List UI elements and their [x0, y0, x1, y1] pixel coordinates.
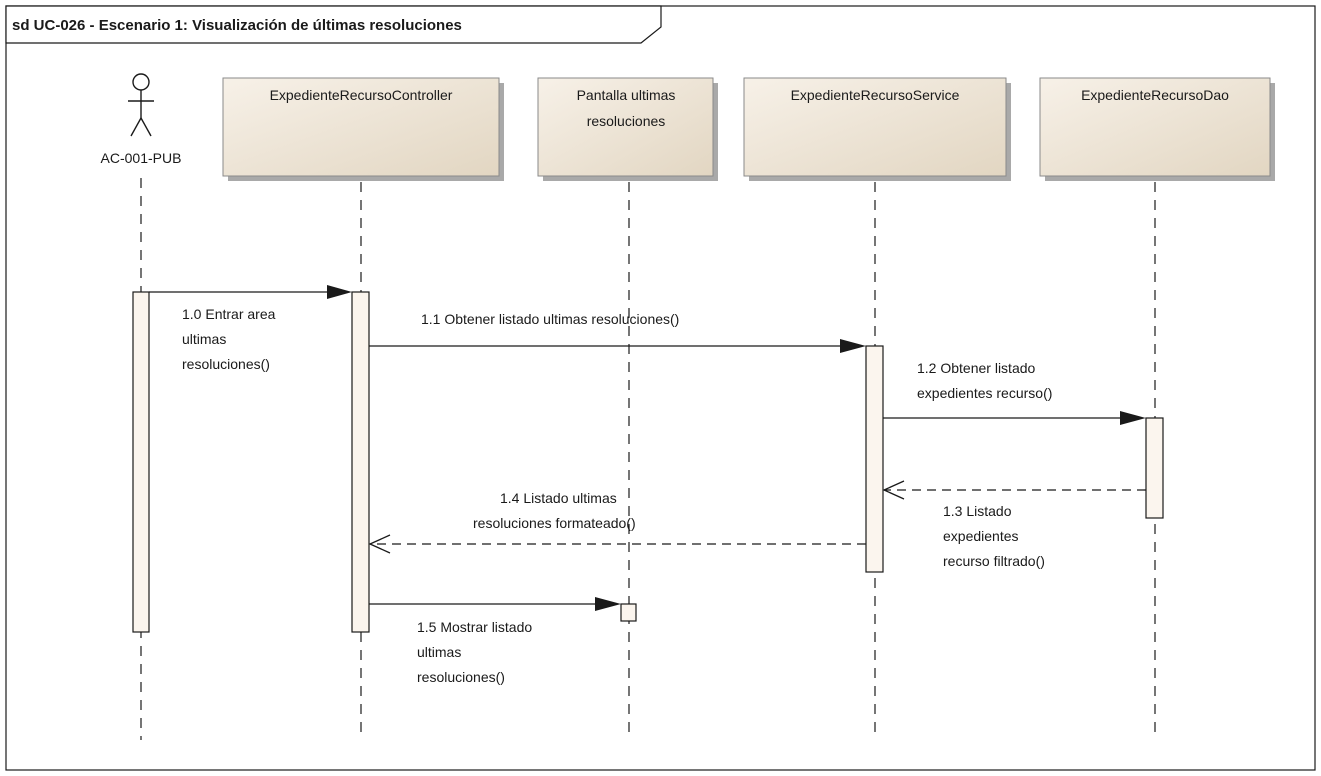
lifeline-label-pantalla-2: resoluciones: [587, 113, 666, 129]
activation-service: [865, 345, 884, 573]
lifeline-label-dao: ExpedienteRecursoDao: [1081, 87, 1229, 103]
activation-dao: [1145, 417, 1164, 519]
message-1-5-label-2: ultimas: [417, 644, 461, 660]
message-1-5-label-1: 1.5 Mostrar listado: [417, 619, 532, 635]
activation-pantalla: [620, 603, 637, 622]
lifeline-label-controller: ExpedienteRecursoController: [270, 87, 453, 103]
lifeline-label-pantalla-1: Pantalla ultimas: [577, 87, 676, 103]
message-1-5-label-3: resoluciones(): [417, 669, 505, 685]
message-1-0-arrow: [149, 285, 352, 299]
message-1-3-label-1: 1.3 Listado: [943, 503, 1012, 519]
activation-actor: [132, 291, 150, 633]
actor-stickman-icon: [128, 73, 154, 137]
frame-title-tab: [5, 5, 662, 44]
message-1-4-arrow: [368, 534, 866, 554]
message-1-0-label-2: ultimas: [182, 331, 226, 347]
message-1-1-label: 1.1 Obtener listado ultimas resoluciones…: [421, 311, 679, 327]
message-1-3-arrow: [882, 480, 1146, 500]
lifeline-box-controller: [222, 77, 504, 181]
message-1-5-arrow: [369, 597, 621, 611]
frame-title: sd UC-026 - Escenario 1: Visualización d…: [12, 17, 462, 34]
message-1-1-arrow: [369, 339, 866, 353]
actor-name: AC-001-PUB: [101, 150, 182, 166]
message-1-0-label-1: 1.0 Entrar area: [182, 306, 276, 322]
message-1-2-label-2: expedientes recurso(): [917, 385, 1052, 401]
message-1-2-label-1: 1.2 Obtener listado: [917, 360, 1036, 376]
message-1-0-label-3: resoluciones(): [182, 356, 270, 372]
lifeline-label-service: ExpedienteRecursoService: [791, 87, 960, 103]
lifeline-box-dao: [1039, 77, 1275, 181]
message-1-3-label-3: recurso filtrado(): [943, 553, 1045, 569]
message-1-3-label-2: expedientes: [943, 528, 1019, 544]
lifeline-box-pantalla: [537, 77, 718, 181]
message-1-4-label-2: resoluciones formateado(): [473, 515, 636, 531]
message-1-2-arrow: [883, 411, 1146, 425]
activation-controller: [351, 291, 370, 633]
message-1-4-label-1: 1.4 Listado ultimas: [500, 490, 617, 506]
lifeline-box-service: [743, 77, 1011, 181]
